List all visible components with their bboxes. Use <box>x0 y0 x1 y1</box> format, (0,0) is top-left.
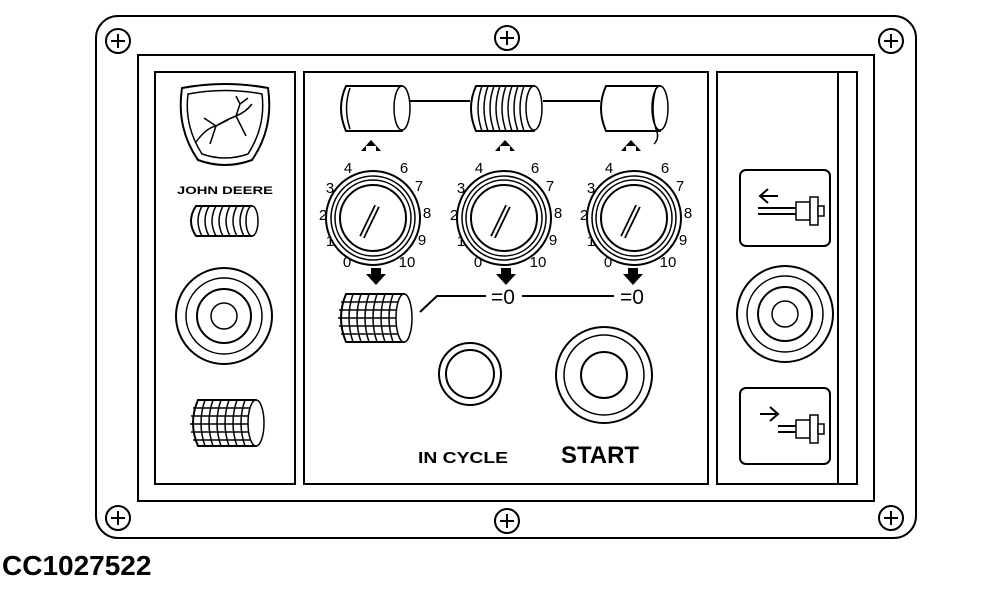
dial-number: 1 <box>587 233 595 250</box>
dial-number: 2 <box>450 207 458 224</box>
dial-1-scale: 0 1 2 3 4 6 7 8 9 10 <box>319 160 431 271</box>
left-section <box>154 71 296 485</box>
dial-3[interactable] <box>586 170 682 266</box>
retract-button[interactable] <box>739 169 831 247</box>
dial-number: 8 <box>554 205 562 222</box>
dial-number: 1 <box>326 233 334 250</box>
cylinder-extend-icon <box>778 414 825 444</box>
figure-code: CC1027522 <box>2 550 152 581</box>
grid-roller-icon <box>338 293 413 343</box>
john-deere-logo-icon: JOHN DEERE <box>177 83 273 197</box>
dial-number: 7 <box>415 178 423 195</box>
screw-bottom-center-icon <box>494 508 520 534</box>
dial-number: 0 <box>343 254 351 271</box>
cylinder-retract-icon <box>758 196 825 226</box>
right-section <box>716 71 858 485</box>
dial-number: 7 <box>676 178 684 195</box>
ribbed-roller-icon <box>470 85 543 132</box>
dial-number: 4 <box>344 160 352 177</box>
dial-number: 0 <box>474 254 482 271</box>
dial-number: 6 <box>661 160 669 177</box>
right-rotary-knob[interactable] <box>736 265 834 363</box>
dial-number: 9 <box>418 232 426 249</box>
dial-number: 10 <box>660 254 677 271</box>
down-arrow-icon <box>623 268 643 285</box>
screw-top-right-icon <box>878 28 904 54</box>
dial-number: 9 <box>679 232 687 249</box>
dial-number: 3 <box>587 180 595 197</box>
brand-name: JOHN DEERE <box>177 185 273 197</box>
start-button[interactable] <box>555 326 653 424</box>
dial-number: 7 <box>546 178 554 195</box>
screw-bottom-left-icon <box>105 505 131 531</box>
dial-number: 0 <box>604 254 612 271</box>
extend-button[interactable] <box>739 387 831 465</box>
start-label: START <box>561 442 639 469</box>
arrow-left-icon <box>758 188 778 204</box>
screw-top-center-icon <box>494 25 520 51</box>
smooth-roller-icon <box>340 85 411 132</box>
center-section <box>303 71 709 485</box>
arrow-right-icon <box>760 406 780 422</box>
in-cycle-label: IN CYCLE <box>418 450 508 467</box>
mounting-plate <box>95 15 917 539</box>
dial-number: 4 <box>605 160 613 177</box>
screw-top-left-icon <box>105 28 131 54</box>
in-cycle-indicator-light <box>438 342 502 406</box>
dial-number: 2 <box>319 207 327 224</box>
up-arrow-icon <box>361 140 381 151</box>
dial-number: 3 <box>326 180 334 197</box>
up-arrow-icon <box>495 140 515 151</box>
dial-1[interactable] <box>325 170 421 266</box>
dial-3-scale: 0 1 2 3 4 6 7 8 9 10 <box>580 160 692 271</box>
dial-number: 6 <box>531 160 539 177</box>
dial-number: 10 <box>530 254 547 271</box>
readout-left: =0 <box>491 286 515 309</box>
readout-line <box>419 295 614 313</box>
dial-number: 3 <box>457 180 465 197</box>
grid-roller-icon <box>190 399 265 447</box>
readout-right: =0 <box>620 286 644 309</box>
dial-number: 1 <box>457 233 465 250</box>
dial-2-scale: 0 1 2 3 4 6 7 8 9 10 <box>450 160 562 271</box>
screw-bottom-right-icon <box>878 505 904 531</box>
dial-2[interactable] <box>456 170 552 266</box>
roller-with-wrap-icon <box>600 85 669 145</box>
dial-number: 6 <box>400 160 408 177</box>
panel-frame <box>137 54 875 502</box>
dial-number: 9 <box>549 232 557 249</box>
dial-number: 4 <box>475 160 483 177</box>
left-rotary-knob[interactable] <box>175 267 273 365</box>
down-arrow-icon <box>366 268 386 285</box>
up-arrow-icon <box>621 140 641 151</box>
dial-number: 10 <box>399 254 416 271</box>
ribbed-roller-icon <box>190 205 259 237</box>
dial-number: 2 <box>580 207 588 224</box>
down-arrow-icon <box>496 268 516 285</box>
dial-number: 8 <box>684 205 692 222</box>
dial-number: 8 <box>423 205 431 222</box>
